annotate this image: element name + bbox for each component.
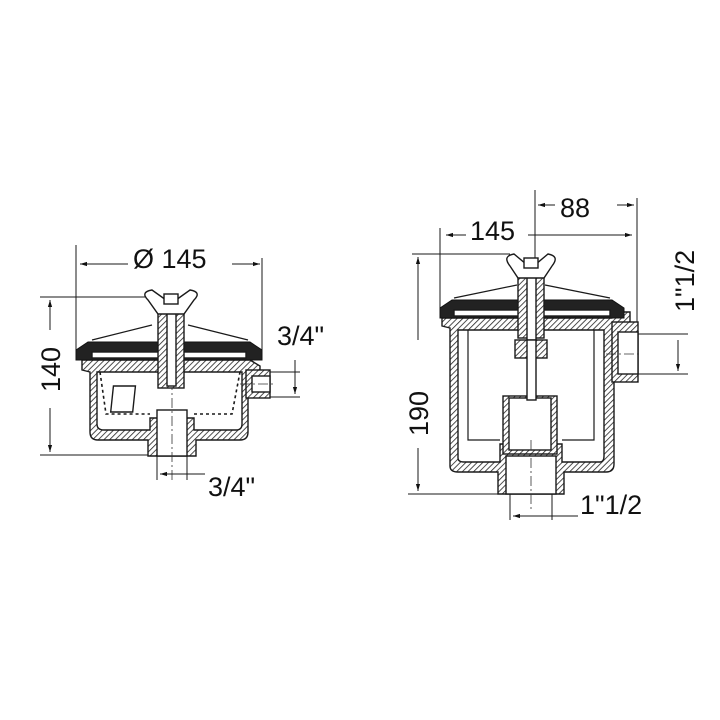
dimension-offset: 88 [534,190,638,322]
left-inlet-dimension: 3/4" [270,321,324,398]
diameter-label: Ø 145 [133,244,207,274]
left-outlet-dimension: 3/4" [156,456,255,502]
dimension-diameter: Ø 145 [75,244,263,356]
right-inlet-dimension: 1"1/2 [638,250,700,375]
left-outlet-label: 3/4" [208,472,255,502]
right-outlet-dimension: 1"1/2 [509,490,642,520]
dimension-width: 145 [439,216,632,318]
right-strainer: 145 88 190 [404,190,642,512]
height-190-label: 190 [404,391,434,436]
left-inlet-label: 3/4" [277,321,324,351]
height-label: 140 [36,347,66,392]
left-strainer: Ø 145 140 [36,244,274,480]
right-outlet-label: 1"1/2 [580,490,642,520]
width-label: 145 [470,216,515,246]
offset-label: 88 [560,193,590,223]
dimension-height: 140 [36,296,150,456]
dimension-height-190: 190 [404,253,510,495]
right-inlet-label: 1"1/2 [670,250,700,312]
